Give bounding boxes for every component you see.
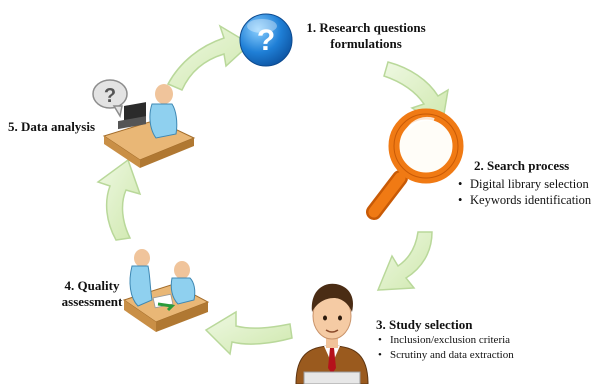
step-3-bullet-2: Scrutiny and data extraction [378, 348, 514, 363]
step-4-title-line1: 4. Quality [64, 278, 120, 293]
meeting-icon [122, 249, 210, 332]
step-4-label: 4. Quality assessment [40, 278, 144, 310]
svg-text:?: ? [257, 24, 275, 57]
arrow-2-to-3 [376, 231, 433, 291]
step-1-title-line2: formulations [330, 36, 402, 51]
magnifier-icon [366, 108, 464, 220]
step-3-bullets: Inclusion/exclusion criteria Scrutiny an… [378, 333, 514, 363]
step-3-title: 3. Study selection [376, 317, 473, 332]
step-5-title: 5. Data analysis [8, 119, 96, 134]
step-1-label: 1. Research questions formulations [302, 20, 430, 52]
person-at-computer-icon [295, 283, 369, 384]
step-4-title-line2: assessment [61, 294, 123, 309]
step-1-title-line1: 1. Research questions [306, 20, 426, 35]
arrow-3-to-4 [204, 310, 293, 356]
question-icon: ? [239, 13, 293, 67]
arrow-4-to-5 [96, 158, 142, 241]
step-2-bullets: Digital library selection Keywords ident… [458, 176, 591, 208]
step-2-bullet-2: Keywords identification [458, 192, 591, 208]
step-2-bullet-1: Digital library selection [458, 176, 591, 192]
svg-text:?: ? [104, 85, 116, 107]
step-3-bullet-1: Inclusion/exclusion criteria [378, 333, 514, 348]
analyst-at-desk-icon: ? [92, 79, 196, 168]
step-2-title: 2. Search process [474, 158, 570, 173]
